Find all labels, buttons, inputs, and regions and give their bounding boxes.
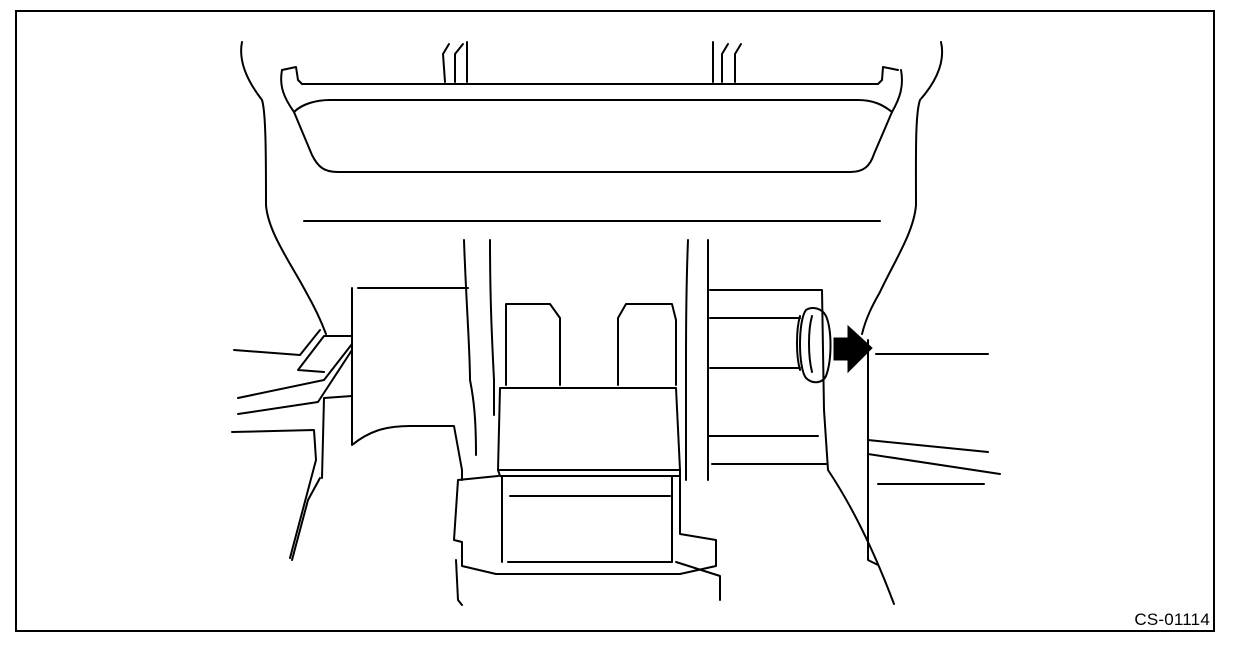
figure-code-label: CS-01114 bbox=[1134, 610, 1210, 629]
lever-base bbox=[453, 387, 721, 601]
lever-blocks bbox=[505, 303, 677, 386]
arrow-right-icon bbox=[833, 324, 873, 374]
right-bracket bbox=[707, 289, 1001, 605]
figure-frame bbox=[15, 10, 1215, 632]
pin-part bbox=[709, 307, 832, 384]
console-tray bbox=[280, 66, 903, 173]
tray-mounting-tabs bbox=[442, 41, 742, 83]
lower-housing-left bbox=[291, 477, 463, 606]
upper-console-shell bbox=[240, 41, 944, 335]
console-rails bbox=[463, 239, 710, 481]
left-bracket bbox=[231, 287, 469, 559]
